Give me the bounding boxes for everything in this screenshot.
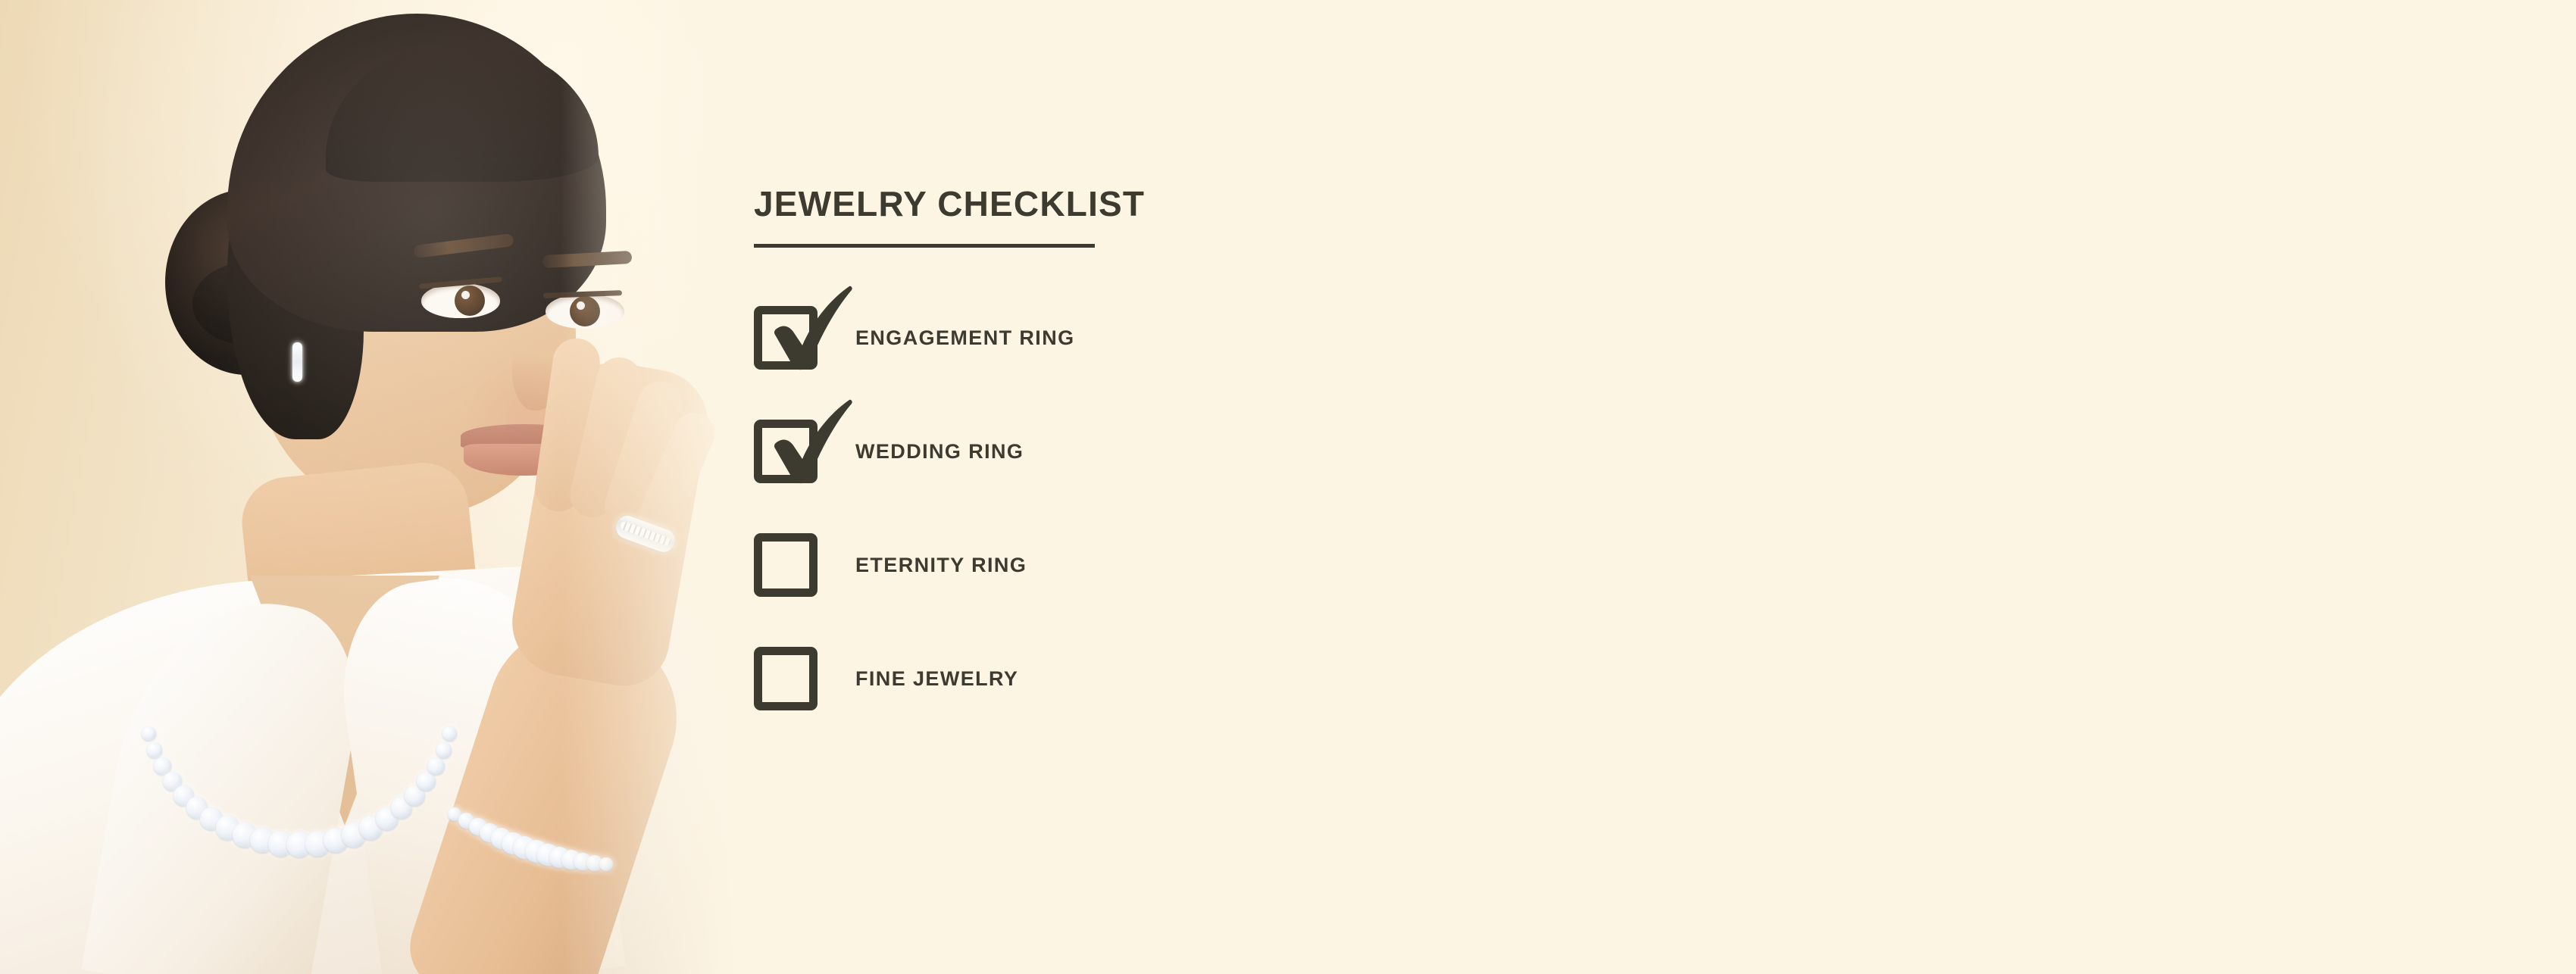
necklace-diamond	[442, 726, 457, 741]
model-figure	[0, 0, 788, 974]
checklist-items: ENGAGEMENT RING WEDDING RING ETERNITY RING…	[754, 281, 1663, 735]
photo-edge-fade	[561, 0, 788, 974]
title-divider	[754, 244, 1095, 248]
checklist-item-label: ENGAGEMENT RING	[855, 326, 1075, 349]
necklace-diamond	[436, 742, 452, 759]
iris-left	[455, 286, 485, 316]
necklace-diamond	[146, 742, 163, 759]
checkbox-box	[754, 647, 818, 710]
necklace-diamond	[142, 726, 156, 741]
checklist-panel: JEWELRY CHECKLIST ENGAGEMENT RING WEDDING…	[754, 186, 1663, 735]
bracelet-diamond	[448, 807, 461, 821]
empty-checkbox-icon[interactable]	[754, 647, 818, 710]
checklist-item[interactable]: ETERNITY RING	[754, 508, 1663, 622]
necklace-diamond	[427, 757, 445, 776]
checklist-item-label: FINE JEWELRY	[855, 667, 1019, 690]
checklist-item[interactable]: FINE JEWELRY	[754, 622, 1663, 735]
checkbox-box	[754, 533, 818, 597]
checklist-item-label: ETERNITY RING	[855, 553, 1027, 576]
checklist-item[interactable]: WEDDING RING	[754, 395, 1663, 508]
empty-checkbox-icon[interactable]	[754, 533, 818, 597]
checked-checkbox-icon[interactable]	[754, 399, 852, 484]
checkbox-box	[754, 306, 818, 370]
necklace-diamond	[153, 757, 171, 776]
checklist-item-label: WEDDING RING	[855, 439, 1024, 463]
eye-left	[421, 283, 500, 318]
diamond-necklace	[136, 667, 462, 857]
checked-checkbox-icon[interactable]	[754, 286, 852, 370]
model-photo	[0, 0, 788, 974]
checkbox-box	[754, 420, 818, 483]
checklist-item[interactable]: ENGAGEMENT RING	[754, 281, 1663, 395]
checklist-title: JEWELRY CHECKLIST	[754, 184, 1146, 223]
diamond-bar-earring	[292, 342, 302, 382]
necklace-diamond	[417, 772, 436, 791]
